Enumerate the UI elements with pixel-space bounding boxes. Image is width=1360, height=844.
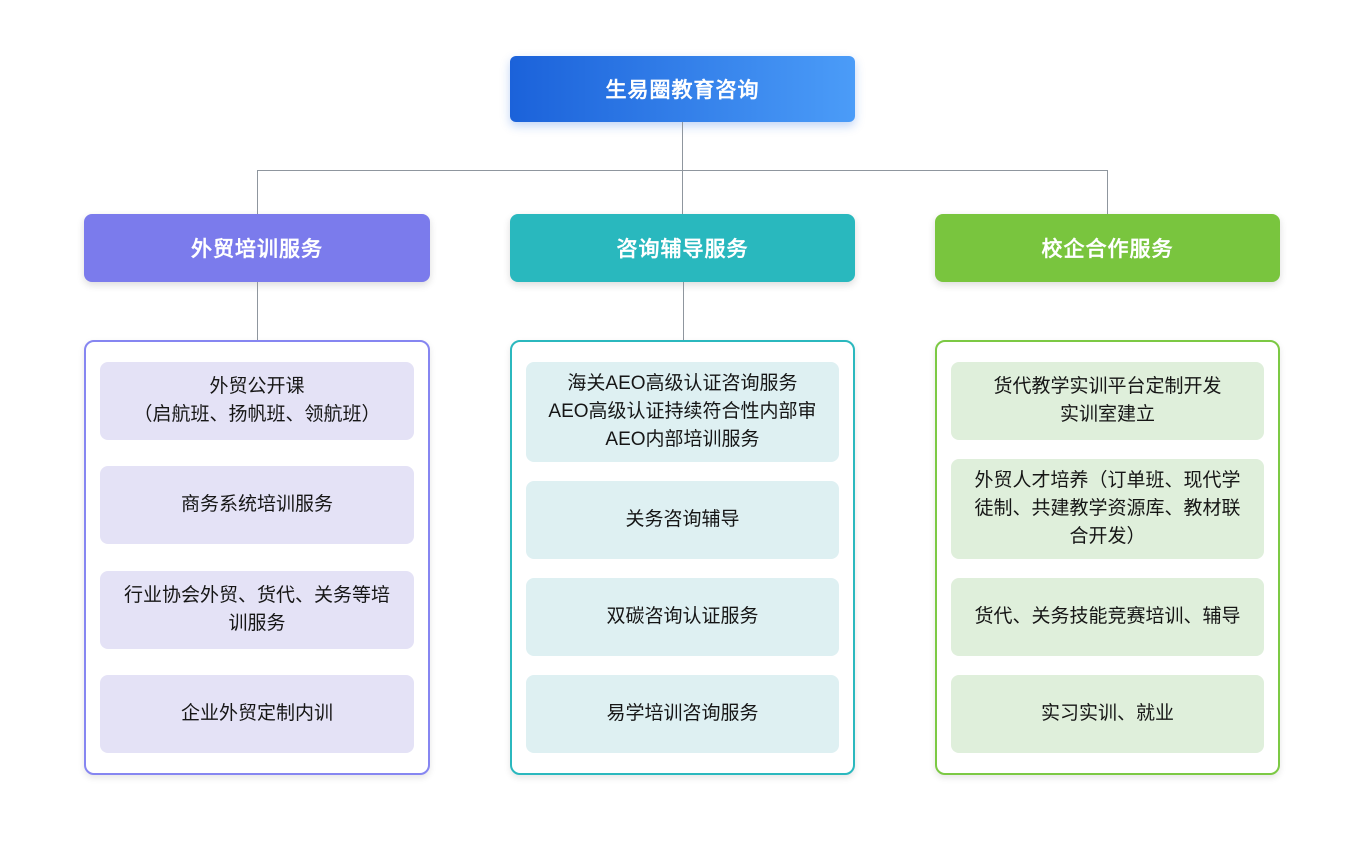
branch-group-school-enterprise: 货代教学实训平台定制开发 实训室建立 外贸人才培养（订单班、现代学 徒制、共建教… (935, 340, 1280, 775)
connector-drop-1 (257, 170, 258, 214)
leaf-node: 海关AEO高级认证咨询服务 AEO高级认证持续符合性内部审 AEO内部培训服务 (526, 362, 839, 462)
leaf-node: 关务咨询辅导 (526, 481, 839, 559)
branch-column-consulting: 咨询辅导服务 海关AEO高级认证咨询服务 AEO高级认证持续符合性内部审 AEO… (510, 214, 855, 775)
leaf-node: 企业外贸定制内训 (100, 674, 414, 753)
leaf-node: 易学培训咨询服务 (526, 675, 839, 753)
connector-drop-3 (1107, 170, 1108, 214)
connector-root-stem (682, 122, 683, 170)
connector-header-group-1 (257, 282, 258, 340)
leaf-node: 双碳咨询认证服务 (526, 578, 839, 656)
leaf-node: 商务系统培训服务 (100, 466, 414, 545)
leaf-node: 行业协会外贸、货代、关务等培 训服务 (100, 570, 414, 649)
branch-column-school-enterprise: 校企合作服务 货代教学实训平台定制开发 实训室建立 外贸人才培养（订单班、现代学… (935, 214, 1280, 775)
branch-header-consulting: 咨询辅导服务 (510, 214, 855, 282)
leaf-node: 货代教学实训平台定制开发 实训室建立 (951, 362, 1264, 440)
branch-header-school-enterprise: 校企合作服务 (935, 214, 1280, 282)
leaf-node: 外贸公开课 （启航班、扬帆班、领航班） (100, 362, 414, 440)
branch-column-trade-training: 外贸培训服务 外贸公开课 （启航班、扬帆班、领航班） 商务系统培训服务 行业协会… (84, 214, 430, 775)
leaf-node: 实习实训、就业 (951, 675, 1264, 753)
root-node: 生易圈教育咨询 (510, 56, 855, 122)
leaf-node: 外贸人才培养（订单班、现代学 徒制、共建教学资源库、教材联 合开发） (951, 459, 1264, 559)
connector-drop-2 (682, 170, 683, 214)
leaf-node: 货代、关务技能竞赛培训、辅导 (951, 578, 1264, 656)
connector-header-group-2 (682, 282, 684, 340)
branch-group-consulting: 海关AEO高级认证咨询服务 AEO高级认证持续符合性内部审 AEO内部培训服务 … (510, 340, 855, 775)
branch-header-trade-training: 外贸培训服务 (84, 214, 430, 282)
branch-group-trade-training: 外贸公开课 （启航班、扬帆班、领航班） 商务系统培训服务 行业协会外贸、货代、关… (84, 340, 430, 775)
